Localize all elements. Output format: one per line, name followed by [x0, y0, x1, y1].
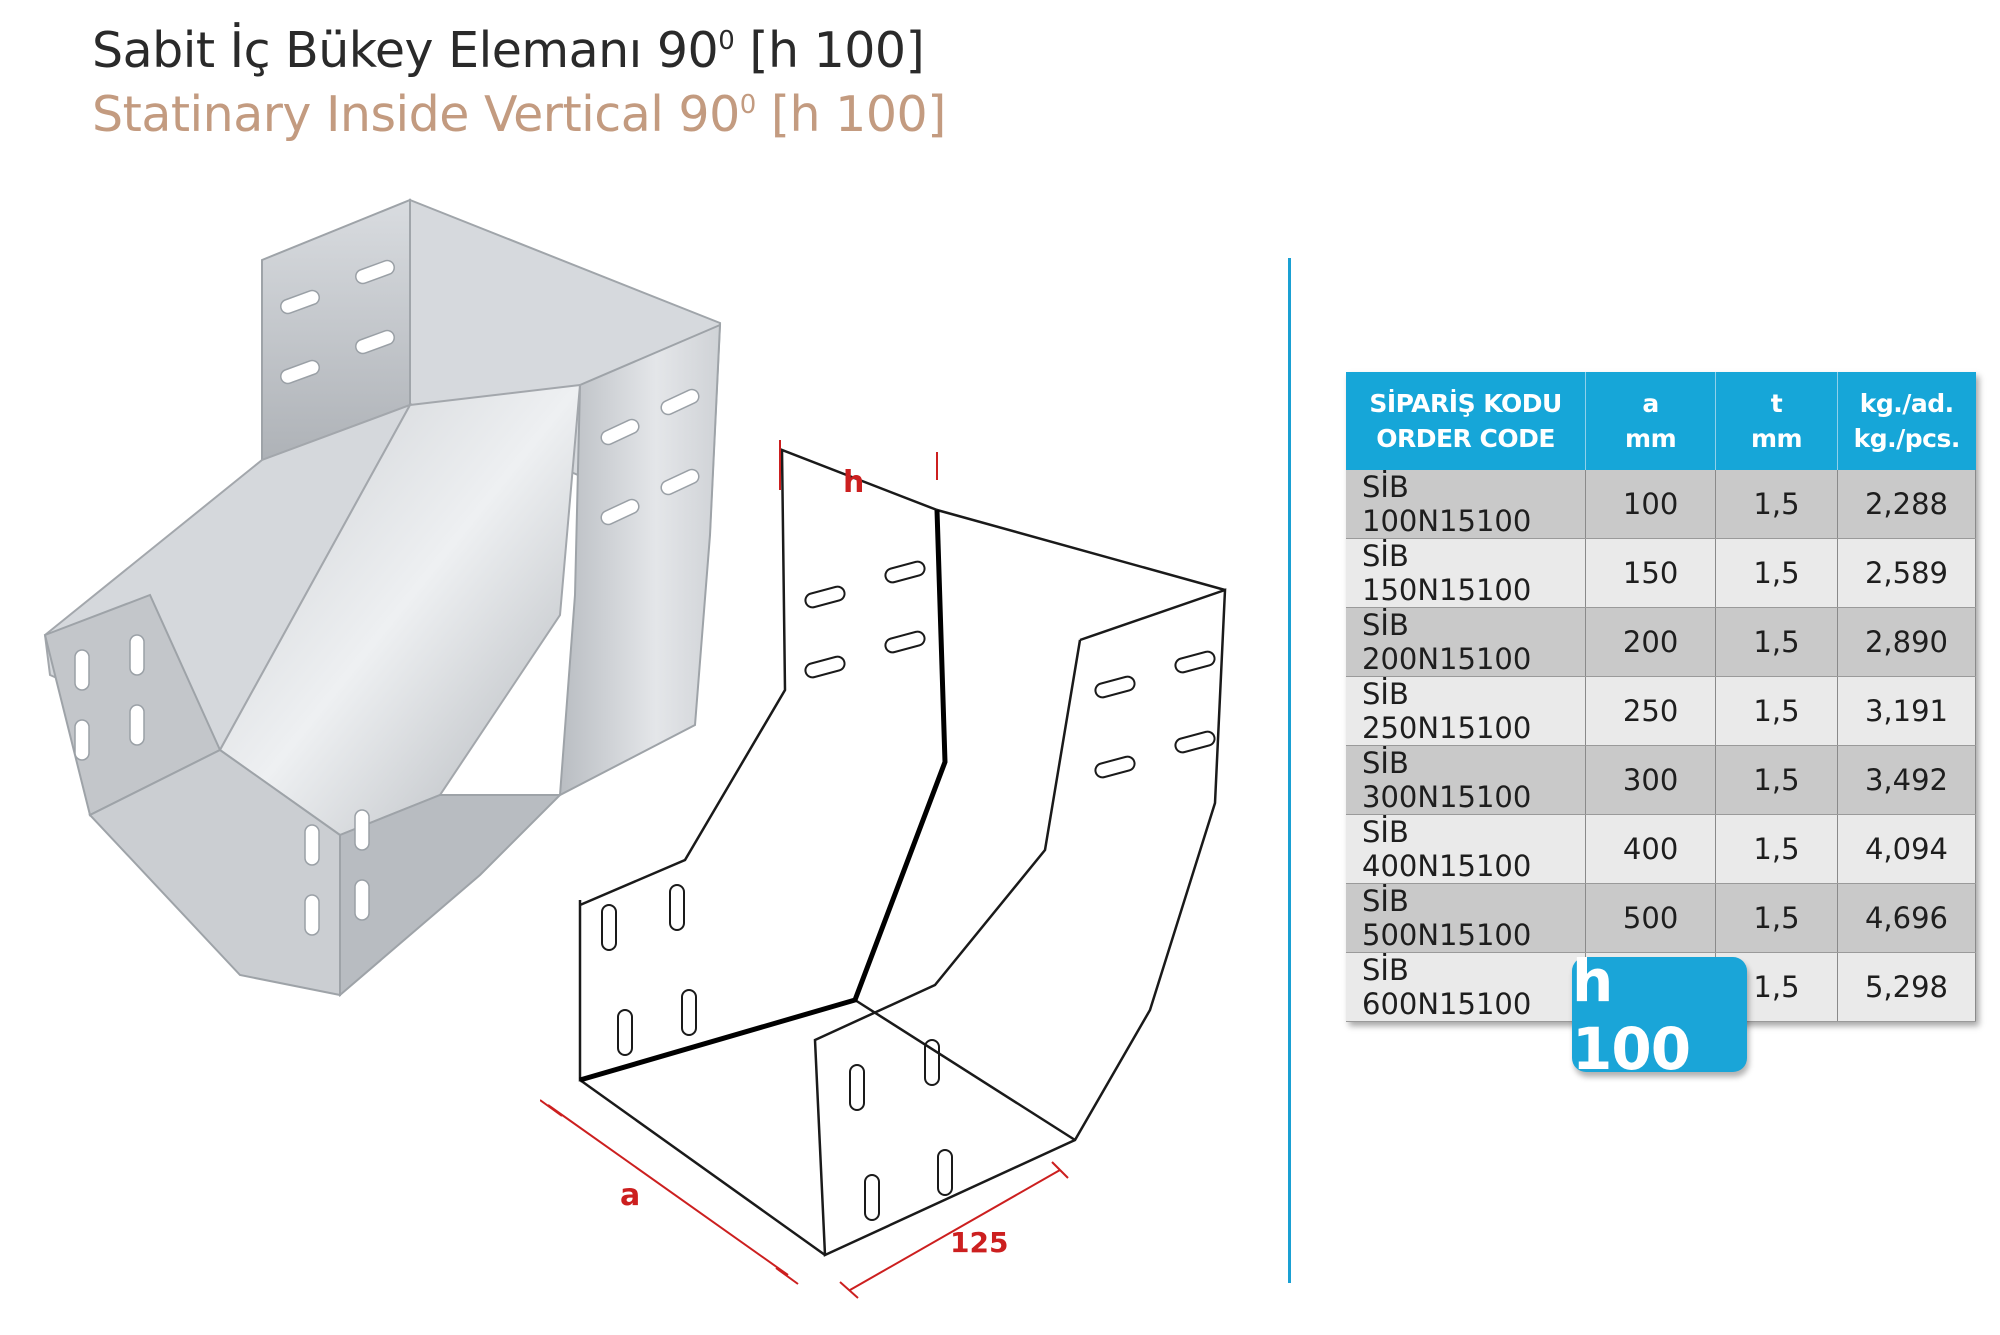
cell-code: SİB 100N15100 [1346, 470, 1587, 539]
cell-code: SİB 500N15100 [1346, 883, 1587, 953]
cell-a: 400 [1585, 814, 1717, 884]
table-row: SİB 300N15100 300 1,5 3,492 [1346, 745, 1977, 815]
title-turkish: Sabit İç Bükey Elemanı 900 [h 100] [92, 22, 925, 79]
cell-t: 1,5 [1715, 814, 1838, 884]
cell-a: 500 [1585, 883, 1717, 953]
title-english: Statinary Inside Vertical 900 [h 100] [92, 86, 946, 143]
cell-kg: 2,890 [1837, 607, 1977, 677]
table-row: SİB 400N15100 400 1,5 4,094 [1346, 814, 1977, 884]
table-row: SİB 500N15100 500 1,5 4,696 [1346, 883, 1977, 953]
technical-drawing: h a 125 [540, 440, 1227, 1299]
dimension-label-width: 125 [950, 1226, 1008, 1259]
cell-a: 200 [1585, 607, 1717, 677]
cell-a: 250 [1585, 676, 1717, 746]
product-photo [43, 198, 722, 998]
cell-t: 1,5 [1715, 676, 1838, 746]
dimension-label-h: h [843, 465, 864, 500]
dimension-label-a: a [620, 1178, 640, 1213]
table-row: SİB 200N15100 200 1,5 2,890 [1346, 607, 1977, 677]
cell-kg: 2,288 [1837, 470, 1977, 539]
table-row: SİB 100N15100 100 1,5 2,288 [1346, 470, 1977, 539]
cell-kg: 4,094 [1837, 814, 1977, 884]
cell-kg: 4,696 [1837, 883, 1977, 953]
cell-code: SİB 200N15100 [1346, 607, 1587, 677]
cell-a: 100 [1585, 470, 1717, 539]
cell-t: 1,5 [1715, 607, 1838, 677]
table-row: SİB 150N15100 150 1,5 2,589 [1346, 538, 1977, 608]
vertical-divider [1288, 258, 1291, 1283]
cell-kg: 3,191 [1837, 676, 1977, 746]
cell-code: SİB 250N15100 [1346, 676, 1587, 746]
cell-kg: 3,492 [1837, 745, 1977, 815]
cell-t: 1,5 [1715, 745, 1838, 815]
cell-code: SİB 400N15100 [1346, 814, 1587, 884]
cell-code: SİB 600N15100 [1346, 952, 1587, 1022]
table-row: SİB 250N15100 250 1,5 3,191 [1346, 676, 1977, 746]
height-badge: h 100 [1572, 947, 1747, 1083]
cell-code: SİB 300N15100 [1346, 745, 1587, 815]
cell-kg: 2,589 [1837, 538, 1977, 608]
cell-a: 150 [1585, 538, 1717, 608]
cell-t: 1,5 [1715, 538, 1838, 608]
cell-t: 1,5 [1715, 883, 1838, 953]
cell-t: 1,5 [1715, 470, 1838, 539]
cell-kg: 5,298 [1837, 952, 1977, 1022]
cell-code: SİB 150N15100 [1346, 538, 1587, 608]
header-weight: kg./ad.kg./pcs. [1837, 372, 1976, 470]
cell-a: 300 [1585, 745, 1717, 815]
